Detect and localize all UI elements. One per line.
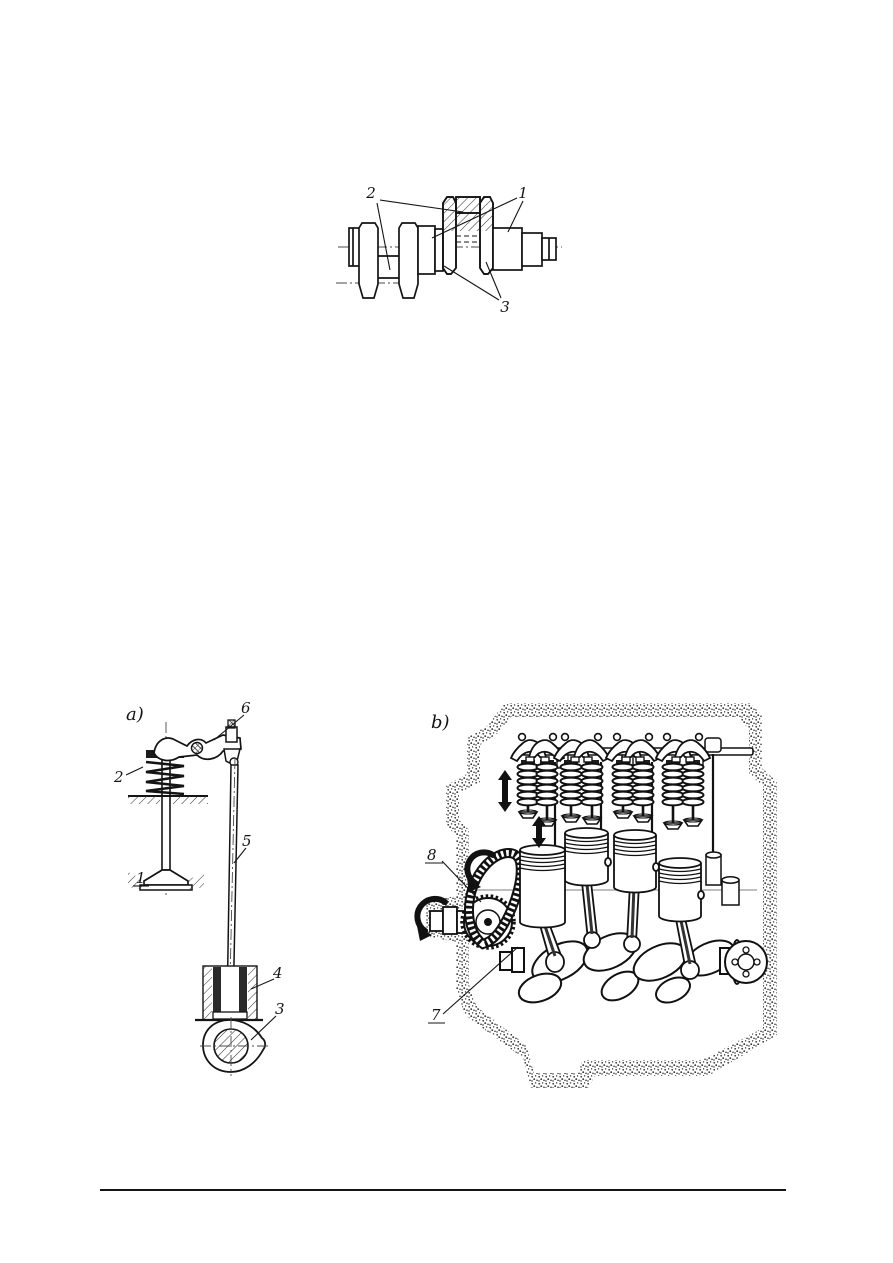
figure-engine-block-b: b)	[414, 703, 777, 1088]
figure-valvetrain-a: a)	[113, 699, 285, 1076]
rocker-arm	[153, 719, 242, 764]
valvetrain-label-3: 3	[275, 1000, 285, 1018]
panel-b-label: b)	[431, 712, 450, 733]
valvetrain-label-5: 5	[242, 832, 252, 850]
pistons	[519, 827, 705, 929]
engine-label-7: 7	[431, 1006, 441, 1024]
panel-a-label: a)	[126, 704, 144, 725]
crankshaft-leader-lines	[376, 197, 524, 301]
cam-lobe	[200, 1017, 270, 1076]
crankshaft-label-1: 1	[518, 184, 528, 202]
valve-assembly	[128, 757, 204, 891]
valve-springs	[516, 759, 705, 807]
rocker-pivot	[190, 741, 204, 755]
footer-rule	[100, 1189, 786, 1191]
engine-block-stippled-wall	[426, 703, 777, 1088]
crankshaft-label-2: 2	[365, 184, 376, 202]
valve-motion-arrows	[498, 770, 546, 848]
valvetrain-label-1: 1	[136, 869, 146, 887]
valvetrain-leader-lines	[125, 714, 277, 1041]
valvetrain-label-6: 6	[241, 699, 251, 717]
valvetrain-label-2: 2	[113, 768, 124, 786]
tappet	[195, 965, 263, 1022]
engine-leader-lines	[425, 860, 519, 1024]
crankshaft-body	[348, 196, 557, 299]
rotation-arrows	[414, 849, 496, 941]
valvetrain-label-4: 4	[272, 964, 283, 982]
figure-crankshaft: 2 1 3	[336, 184, 562, 316]
engine-label-8: 8	[427, 846, 437, 864]
right-tappets	[705, 851, 740, 906]
crankshaft-label-3: 3	[500, 298, 510, 316]
